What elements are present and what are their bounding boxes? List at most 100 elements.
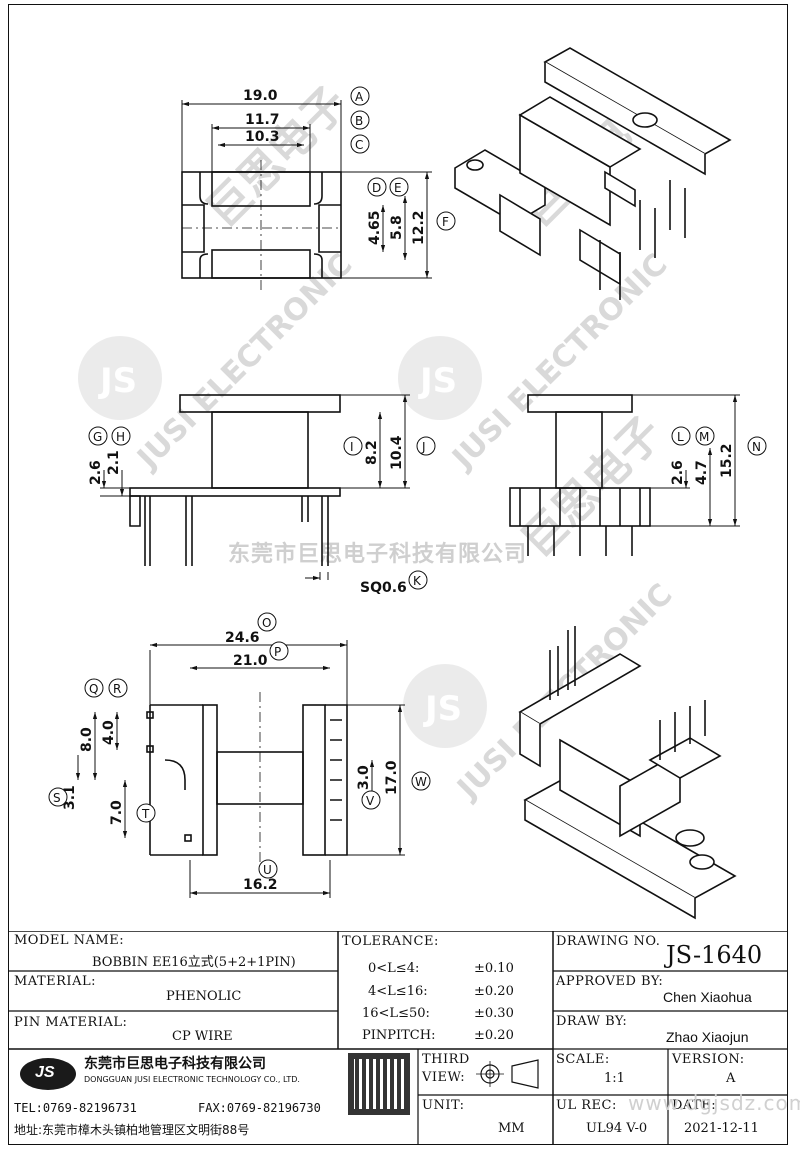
draw-by-label: DRAW BY: [556,1014,628,1029]
callout-P: P [274,645,281,659]
dim-DE: 4.65 [367,210,383,245]
qr-code [348,1053,410,1115]
iso-view-bottom [518,626,737,920]
dim-I: 8.2 [364,440,380,465]
drawing-no-value: JS-1640 [666,941,763,969]
dim-M: 4.7 [694,460,710,485]
callout-Q: Q [89,682,98,696]
callout-J: J [421,440,426,454]
dim-E: 5.8 [389,215,405,240]
front-view [129,394,341,566]
callout-T: T [141,807,150,821]
dim-C: 10.3 [245,129,280,145]
draw-by-value: Zhao Xiaojun [666,1029,749,1045]
top-view-dimensions [181,100,432,279]
dim-N: 15.2 [719,443,735,478]
version-label: VERSION: [672,1052,745,1067]
drawing-sheet [8,4,788,1145]
company-logo [20,1058,76,1090]
callout-F: F [442,215,449,229]
dim-U: 16.2 [243,877,278,893]
dim-R: 4.0 [101,720,117,745]
version-value: A [726,1071,736,1086]
dim-P: 21.0 [233,653,268,669]
tolerance-range-2: 4<L≤16: [368,984,428,999]
company-fax: FAX:0769-82196730 [198,1101,321,1115]
callout-S: S [53,791,61,805]
callout-B: B [355,114,363,128]
dim-G: 2.6 [88,460,104,485]
third-view-label-2: VIEW: [422,1070,466,1085]
svg-text:JS: JS [418,361,457,401]
dim-B: 11.7 [245,112,280,128]
callout-R: R [113,682,121,696]
svg-text:JS: JS [423,689,462,729]
watermark-company-line: 东莞市巨思电子科技有限公司 [228,542,528,567]
company-address: 地址:东莞市樟木头镇柏地管理区文明街88号 [14,1123,250,1137]
side-view-dimensions [632,394,740,527]
callout-U: U [263,863,272,877]
date-value: 2021-12-11 [684,1121,759,1136]
callout-N: N [752,440,761,454]
tolerance-range-4: PINPITCH: [362,1028,436,1043]
dim-S: 3.1 [62,785,78,810]
pin-material-label: PIN MATERIAL: [14,1015,128,1030]
dimension-labels: 19.0 11.7 10.3 12.2 5.8 4.65 2.6 2.1 8.2… [62,88,735,893]
callout-A: A [355,90,364,104]
third-view-label-1: THIRD [422,1052,470,1067]
company-name-en: DONGGUAN JUSI ELECTRONIC TECHNOLOGY CO.,… [84,1075,300,1084]
company-tel: TEL:0769-82196731 [14,1101,137,1115]
callout-K: K [413,574,422,588]
watermark-brand-1: JUSI ELECTRONIC [129,247,359,477]
material-value: PHENOLIC [166,989,242,1004]
unit-value: MM [498,1121,525,1136]
tolerance-range-3: 16<L≤50: [362,1006,430,1021]
iso-view-top [454,47,732,300]
scale-value: 1:1 [604,1071,625,1086]
callout-W: W [415,775,427,789]
ul-rec-label: UL REC: [556,1098,617,1113]
bottom-view-dimensions [75,640,405,898]
callout-G: G [93,430,102,444]
ul-rec-value: UL94 V-0 [586,1121,648,1136]
dim-V: 3.0 [356,765,372,790]
model-name-value: BOBBIN EE16立式(5+2+1PIN) [92,955,296,970]
model-name-label: MODEL NAME: [14,933,125,948]
callout-bubbles: A B C D E F G H I J K L M N O P Q R S T … [48,86,767,879]
tolerance-value-4: ±0.20 [474,1028,514,1043]
tolerance-value-1: ±0.10 [474,961,514,976]
dim-K: SQ0.6 [360,580,407,596]
tolerance-value-2: ±0.20 [474,984,514,999]
callout-O: O [262,616,271,630]
scale-label: SCALE: [556,1052,610,1067]
svg-text:JS: JS [98,361,137,401]
callout-C: C [355,138,363,152]
drawing-no-label: DRAWING NO. [556,934,661,949]
dim-F: 12.2 [411,210,427,245]
top-view [181,160,342,290]
unit-label: UNIT: [422,1098,465,1113]
pin-material-value: CP WIRE [172,1029,233,1044]
callout-I: I [350,440,354,454]
tolerance-range-1: 0<L≤4: [368,961,420,976]
tolerance-label: TOLERANCE: [342,934,439,949]
watermark-logos: JS JS JS [78,336,487,748]
callout-V: V [366,794,375,808]
watermark-site: www.dgjsdz.com [628,1091,800,1115]
dim-J: 10.4 [389,435,405,470]
approved-by-label: APPROVED BY: [556,974,664,989]
title-block: MODEL NAME: BOBBIN EE16立式(5+2+1PIN) MATE… [8,931,800,1145]
callout-D: D [372,181,381,195]
dim-H: 2.1 [106,450,122,475]
company-name-cn: 东莞市巨思电子科技有限公司 [84,1056,266,1072]
callout-H: H [116,430,125,444]
front-view-dimensions [100,394,410,581]
dim-A: 19.0 [243,88,278,104]
dim-Q: 8.0 [79,727,95,752]
approved-by-value: Chen Xiaohua [663,989,752,1005]
date-label: DATE: [672,1098,717,1113]
tolerance-value-3: ±0.30 [474,1006,514,1021]
title-block-grid [8,931,788,1145]
bottom-view [146,692,348,870]
material-label: MATERIAL: [14,974,96,989]
